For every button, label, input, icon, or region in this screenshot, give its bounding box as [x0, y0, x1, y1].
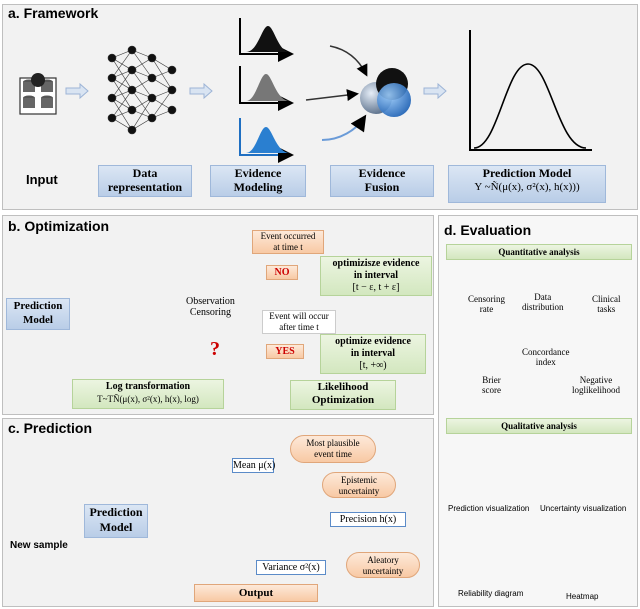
precision-box: Precision h(x) — [330, 512, 406, 527]
negative-loglikelihood-label: Negative loglikelihood — [572, 375, 620, 395]
no-badge: NO — [266, 265, 298, 280]
arrow-icon — [65, 82, 89, 100]
variance-box: Variance σ²(x) — [256, 560, 326, 575]
mean-box: Mean μ(x) — [232, 458, 276, 473]
data-distribution-label: Data distribution — [522, 292, 564, 312]
qualitative-header: Qualitative analysis — [446, 418, 632, 434]
input-label: Input — [26, 172, 58, 187]
yes-badge: YES — [266, 344, 304, 359]
prediction-title: c. Prediction — [8, 420, 93, 436]
prediction-model-box-b: Prediction Model — [6, 298, 70, 330]
likelihood-box: Likelihood Optimization — [290, 380, 396, 410]
evidence-plot-3 — [239, 118, 294, 163]
prediction-model-box-c: Prediction Model — [84, 504, 148, 538]
censoring-rate-label: Censoring rate — [468, 294, 505, 314]
evidence-fusion-box: Evidence Fusion — [330, 165, 434, 197]
observation-label: Observation Censoring — [186, 296, 235, 318]
heatmap-label: Heatmap — [566, 592, 599, 601]
evidence-plot-1 — [239, 18, 294, 62]
database-icon — [19, 73, 57, 115]
evidence-plot-2 — [239, 66, 294, 111]
evaluation-panel — [438, 215, 638, 607]
most-plausible-box: Most plausible event time — [290, 435, 376, 463]
question-mark: ? — [210, 338, 220, 360]
optimize-interval-1: optimizisze evidence in interval [t − ε,… — [320, 256, 432, 296]
reliability-diagram-label: Reliability diagram — [458, 589, 524, 598]
prediction-model-box: Prediction Model Y ~Ñ(μ(x), σ²(x), h(x))… — [448, 165, 606, 203]
uncertainty-visualization-label: Uncertainty visualization — [540, 504, 627, 513]
evidence-fusion-icon — [360, 68, 411, 117]
clinical-tasks-label: Clinical tasks — [592, 294, 621, 314]
quantitative-header: Quantitative analysis — [446, 244, 632, 260]
prediction-visualization-label: Prediction visualization — [448, 504, 530, 513]
log-transformation-box: Log transformation T~TÑ(μ(x), σ²(x), h(x… — [72, 379, 224, 409]
framework-title: a. Framework — [8, 5, 99, 21]
neural-network-icon — [107, 45, 177, 135]
prediction-distribution — [469, 30, 592, 151]
concordance-label: Concordance index — [522, 347, 570, 367]
output-box: Output — [194, 584, 318, 602]
new-sample-label: New sample — [10, 540, 68, 551]
evaluation-title: d. Evaluation — [444, 222, 532, 238]
aleatory-box: Aleatory uncertainty — [346, 552, 420, 578]
event-occurred-box: Event occurred at time t — [252, 230, 324, 254]
optimize-interval-2: optimize evidence in interval [t, +∞) — [320, 334, 426, 374]
brier-score-label: Brier score — [482, 375, 501, 395]
epistemic-box: Epistemic uncertainty — [322, 472, 396, 498]
optimization-title: b. Optimization — [8, 218, 110, 234]
evidence-modeling-box: Evidence Modeling — [210, 165, 306, 197]
data-representation-box: Data representation — [98, 165, 192, 197]
event-will-occur-box: Event will occur after time t — [262, 310, 336, 334]
